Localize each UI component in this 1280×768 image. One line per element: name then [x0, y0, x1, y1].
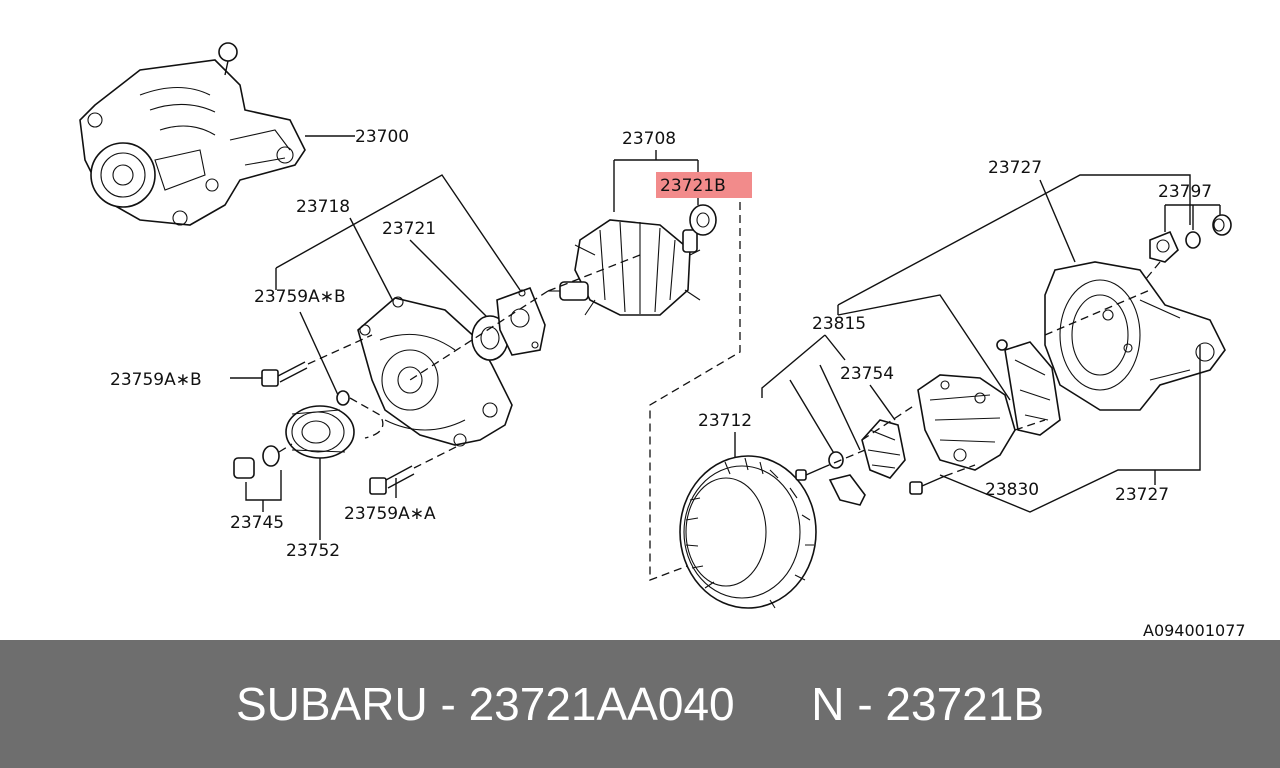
brush-washer [828, 451, 844, 469]
stator [679, 455, 817, 609]
alternator-assembly [79, 42, 306, 226]
footer-separator-2: - [857, 678, 873, 730]
footer-bar: SUBARU - 23721AA040 N - 23721B [0, 640, 1280, 768]
label-23718: 23718 [296, 197, 350, 217]
label-23830: 23830 [985, 480, 1039, 500]
screw-small [795, 467, 823, 481]
regulator-plate [1004, 341, 1061, 436]
footer-ref-prefix: N [811, 678, 845, 730]
nut [233, 457, 255, 479]
footer-part-number: 23721AA040 [468, 678, 735, 730]
parts-diagram: 23700 23708 23721B 23718 23721 23759A∗B [79, 42, 1246, 640]
rectifier [917, 374, 1016, 471]
label-23721B[interactable]: 23721B [660, 176, 726, 196]
spacer [336, 390, 350, 406]
label-23759AA: 23759A∗A [344, 504, 436, 524]
washer [262, 445, 280, 467]
label-23797: 23797 [1158, 182, 1212, 202]
label-23759AB-top: 23759A∗B [254, 287, 346, 307]
highlight-box [656, 172, 752, 198]
rotor [548, 219, 701, 316]
diagram-code: A094001077 [1143, 621, 1246, 640]
bolt-left [261, 361, 308, 387]
label-23708: 23708 [622, 129, 676, 149]
label-23752: 23752 [286, 541, 340, 561]
label-23727-top: 23727 [988, 158, 1042, 178]
terminal-insulators [1149, 214, 1232, 263]
pulley [285, 405, 355, 459]
brush-holder [861, 419, 906, 479]
bolt-bottom [369, 465, 415, 495]
label-23759AB-left: 23759A∗B [110, 370, 202, 390]
label-23815: 23815 [812, 314, 866, 334]
label-23727-bottom: 23727 [1115, 485, 1169, 505]
rectifier-bolt [909, 475, 946, 495]
bearing-23721B [689, 204, 717, 236]
footer-brand: SUBARU [235, 678, 428, 730]
label-23700: 23700 [355, 127, 409, 147]
brush-clip [828, 474, 866, 506]
retainer-plate [496, 286, 546, 356]
footer-ref-code: 23721B [885, 678, 1045, 730]
label-23712: 23712 [698, 411, 752, 431]
front-bracket [357, 296, 513, 447]
label-23745: 23745 [230, 513, 284, 533]
label-23754: 23754 [840, 364, 894, 384]
footer-separator-1: - [440, 678, 456, 730]
label-23721: 23721 [382, 219, 436, 239]
rear-housing [1044, 261, 1226, 411]
